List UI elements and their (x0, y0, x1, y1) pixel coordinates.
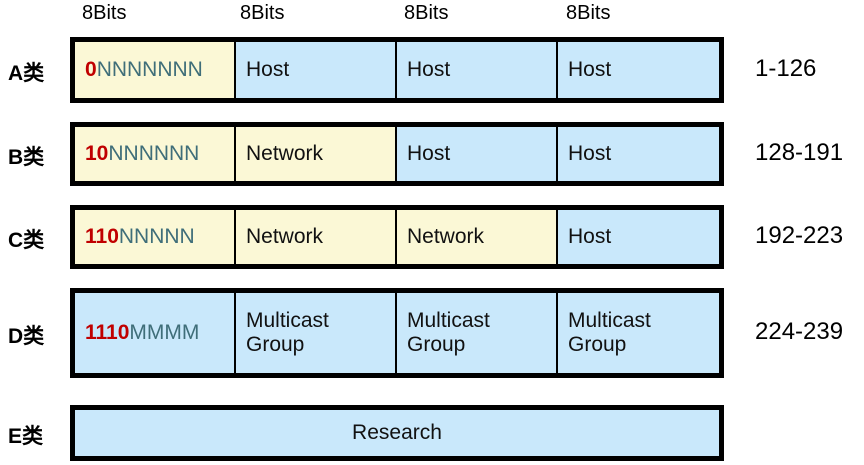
address-range-label: 224-239 (755, 318, 844, 345)
octet-label: Research (352, 421, 442, 445)
class-label: A类 (8, 62, 45, 85)
address-range-label: 192-223 (755, 222, 844, 249)
octet-label: Network (246, 142, 324, 166)
octet-cell: Host (558, 210, 719, 264)
octet-cell: Network (397, 210, 558, 264)
class-label: B类 (8, 146, 45, 169)
class-label: E类 (8, 425, 44, 448)
octet-label: Host (407, 58, 451, 82)
bits-label-2: 8Bits (240, 2, 285, 24)
octet-label: Network (246, 225, 324, 249)
bit-prefix: 10 (85, 142, 109, 165)
bit-placeholder: NNNNNNN (96, 58, 203, 81)
bits-header: 8Bits 8Bits 8Bits 8Bits (0, 0, 864, 30)
octet-cell: Host (558, 42, 719, 98)
octet-cell: Network (236, 127, 397, 181)
bits-label-4: 8Bits (566, 2, 611, 24)
bit-prefix: 1110 (85, 321, 130, 344)
class-label: C类 (8, 229, 45, 252)
octet-cell: Host (397, 127, 558, 181)
bit-placeholder: NNNNNN (108, 142, 200, 165)
octet-cell: Host (236, 42, 397, 98)
bits-label-3: 8Bits (404, 2, 449, 24)
bit-placeholder: NNNNN (118, 225, 195, 248)
octet-cell: Host (558, 127, 719, 181)
class-label: D类 (8, 325, 45, 348)
address-bar: Research (70, 405, 724, 461)
bit-placeholder: MMMM (129, 321, 200, 344)
octet-label: Host (568, 225, 612, 249)
octet-cell: Host (397, 42, 558, 98)
octet-label: Host (407, 142, 451, 166)
octet-cell: Network (236, 210, 397, 264)
octet-label: Host (568, 58, 612, 82)
octet-label: Network (407, 225, 485, 249)
bit-prefix: 0 (85, 58, 97, 81)
bit-prefix: 110 (85, 225, 119, 248)
octet-cell: Research (75, 410, 719, 456)
octet-label: Host (568, 142, 612, 166)
address-range-label: 1-126 (755, 55, 817, 82)
octet-label: Host (246, 58, 290, 82)
bits-label-1: 8Bits (82, 2, 127, 24)
address-range-label: 128-191 (755, 139, 844, 166)
